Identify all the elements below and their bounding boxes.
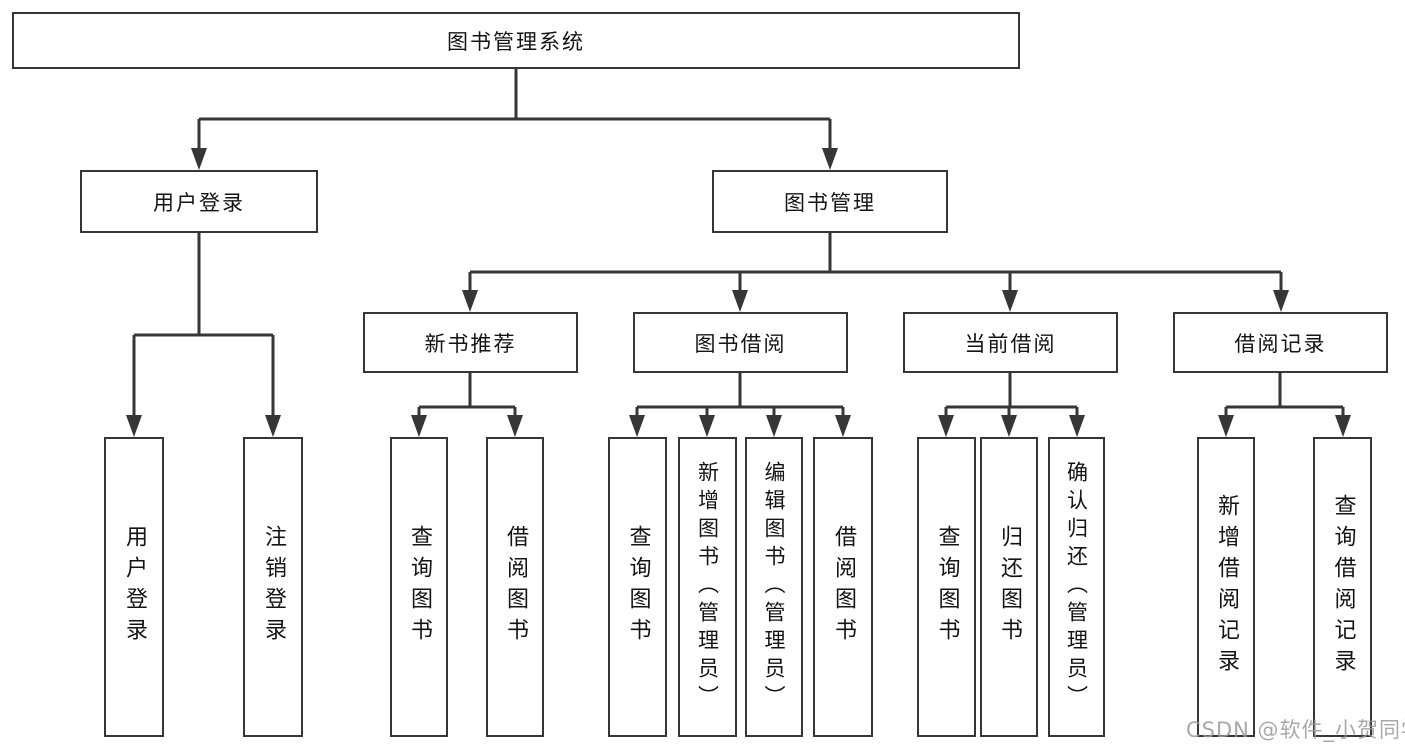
leaf-confirm-return-admin: 确认归还（管理员） <box>1048 437 1105 737</box>
leaf-user-login: 用户登录 <box>104 437 164 737</box>
leaf-borrow-books: 借阅图书 <box>486 437 544 737</box>
node-new-book-recommendation: 新书推荐 <box>363 312 578 373</box>
leaf-add-borrow-record: 新增借阅记录 <box>1197 437 1255 737</box>
node-borrowing-records: 借阅记录 <box>1173 312 1388 373</box>
node-current-borrowing: 当前借阅 <box>903 312 1118 373</box>
leaf-return-books: 归还图书 <box>980 437 1038 737</box>
node-library-management-system: 图书管理系统 <box>12 12 1020 69</box>
leaf-query-books: 查询图书 <box>608 437 667 737</box>
node-book-management: 图书管理 <box>712 170 948 233</box>
leaf-query-books: 查询图书 <box>917 437 976 737</box>
leaf-add-books-admin: 新增图书（管理员） <box>678 437 737 737</box>
leaf-query-books: 查询图书 <box>390 437 448 737</box>
tree-edges <box>132 69 1345 421</box>
node-book-borrowing: 图书借阅 <box>633 312 848 373</box>
leaf-logout: 注销登录 <box>243 437 303 737</box>
leaf-borrow-books: 借阅图书 <box>813 437 873 737</box>
leaf-query-borrow-record: 查询借阅记录 <box>1313 437 1372 737</box>
arrowheads <box>126 148 1351 437</box>
leaf-edit-books-admin: 编辑图书（管理员） <box>745 437 803 737</box>
csdn-watermark: CSDN @软件_小贺同学 <box>1186 718 1405 742</box>
node-user-login: 用户登录 <box>80 170 318 233</box>
